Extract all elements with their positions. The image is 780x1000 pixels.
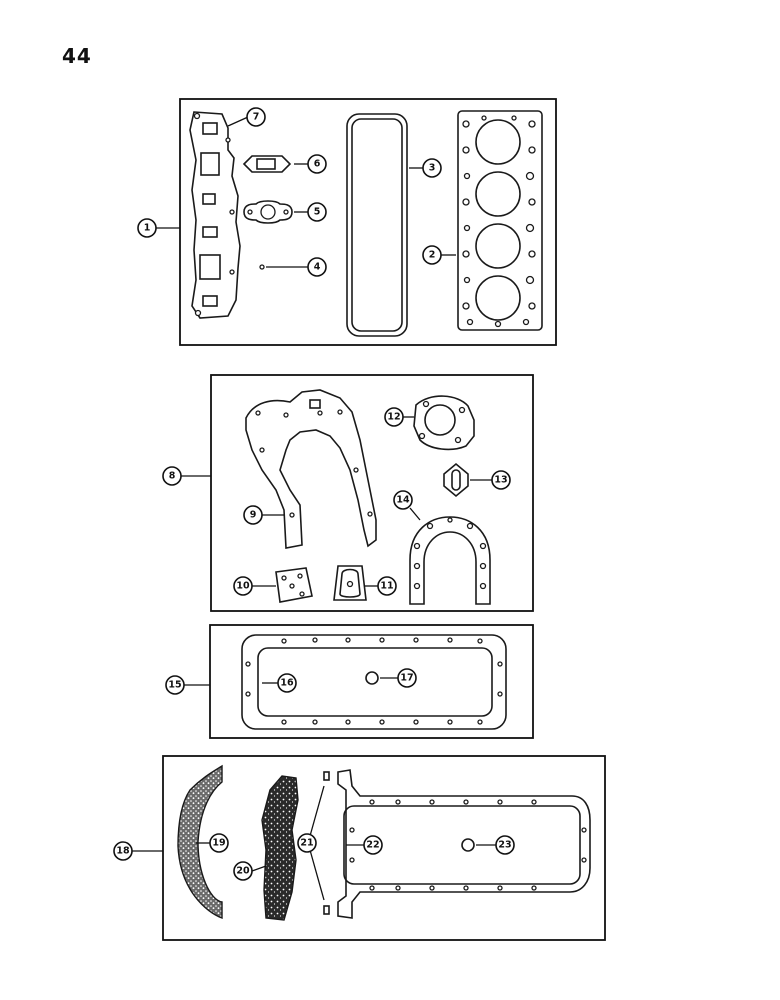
panel-oil-pan-gasket bbox=[209, 624, 534, 739]
fuel-pump-gasket bbox=[443, 462, 469, 498]
callout-5: 5 bbox=[307, 202, 327, 222]
manifold-gasket bbox=[189, 111, 241, 319]
valve-cover-gasket bbox=[346, 113, 408, 337]
end-seal-top bbox=[323, 771, 330, 781]
callout-18: 18 bbox=[113, 841, 133, 861]
round-flange-gasket bbox=[243, 200, 293, 224]
callout-9: 9 bbox=[243, 505, 263, 525]
svg-text:7: 7 bbox=[253, 112, 260, 123]
svg-text:22: 22 bbox=[366, 840, 379, 851]
svg-text:18: 18 bbox=[116, 846, 130, 857]
callout-10: 10 bbox=[233, 576, 253, 596]
exhaust-flange-gasket bbox=[242, 155, 292, 173]
page-number: 44 bbox=[62, 44, 92, 68]
callout-20: 20 bbox=[233, 861, 253, 881]
callout-3: 3 bbox=[422, 158, 442, 178]
oil-pan-gasket-flat bbox=[241, 634, 507, 730]
svg-text:3: 3 bbox=[429, 163, 436, 174]
panel-oil-pan-gasket-set bbox=[162, 755, 606, 941]
svg-text:5: 5 bbox=[314, 207, 321, 218]
cover-plate-gasket bbox=[275, 567, 313, 603]
drain-plug-gasket-2 bbox=[461, 838, 475, 852]
svg-text:4: 4 bbox=[314, 262, 321, 273]
callout-6: 6 bbox=[307, 154, 327, 174]
callout-2: 2 bbox=[422, 245, 442, 265]
end-seal-bottom bbox=[323, 905, 330, 915]
svg-text:21: 21 bbox=[300, 838, 313, 849]
svg-text:6: 6 bbox=[314, 159, 321, 170]
svg-text:1: 1 bbox=[144, 223, 151, 234]
svg-text:9: 9 bbox=[250, 510, 257, 521]
callout-23: 23 bbox=[495, 835, 515, 855]
panel-timing-cover-set bbox=[210, 374, 534, 612]
callout-14: 14 bbox=[393, 490, 413, 510]
timing-cover-gasket bbox=[245, 389, 377, 549]
callout-7: 7 bbox=[246, 107, 266, 127]
svg-text:2: 2 bbox=[429, 250, 436, 261]
svg-text:23: 23 bbox=[498, 840, 511, 851]
callout-16: 16 bbox=[277, 673, 297, 693]
callout-1: 1 bbox=[137, 218, 157, 238]
svg-text:12: 12 bbox=[387, 412, 400, 423]
rear-main-felt-seal bbox=[177, 764, 223, 920]
front-cork-seal bbox=[261, 775, 299, 921]
svg-text:13: 13 bbox=[494, 475, 507, 486]
svg-text:11: 11 bbox=[380, 581, 393, 592]
callout-8: 8 bbox=[162, 466, 182, 486]
callout-19: 19 bbox=[209, 833, 229, 853]
svg-text:16: 16 bbox=[280, 678, 294, 689]
svg-text:14: 14 bbox=[396, 495, 410, 506]
small-washer bbox=[259, 264, 265, 270]
callout-13: 13 bbox=[491, 470, 511, 490]
oil-pan-gasket-long bbox=[337, 769, 591, 919]
svg-text:15: 15 bbox=[168, 680, 181, 691]
svg-text:10: 10 bbox=[236, 581, 250, 592]
drain-plug-gasket bbox=[365, 671, 379, 685]
cylinder-head-gasket bbox=[457, 110, 543, 331]
callout-11: 11 bbox=[377, 576, 397, 596]
panel-head-gasket-set bbox=[179, 98, 557, 346]
water-pump-gasket bbox=[413, 395, 475, 451]
callout-4: 4 bbox=[307, 257, 327, 277]
callout-12: 12 bbox=[384, 407, 404, 427]
svg-text:8: 8 bbox=[169, 471, 176, 482]
svg-text:17: 17 bbox=[400, 673, 413, 684]
callout-15: 15 bbox=[165, 675, 185, 695]
callout-22: 22 bbox=[363, 835, 383, 855]
thermostat-housing-gasket bbox=[333, 565, 367, 601]
svg-text:19: 19 bbox=[212, 838, 225, 849]
callout-21: 21 bbox=[297, 833, 317, 853]
svg-text:20: 20 bbox=[236, 866, 250, 877]
callout-17: 17 bbox=[397, 668, 417, 688]
rear-seal-gasket bbox=[409, 516, 491, 605]
